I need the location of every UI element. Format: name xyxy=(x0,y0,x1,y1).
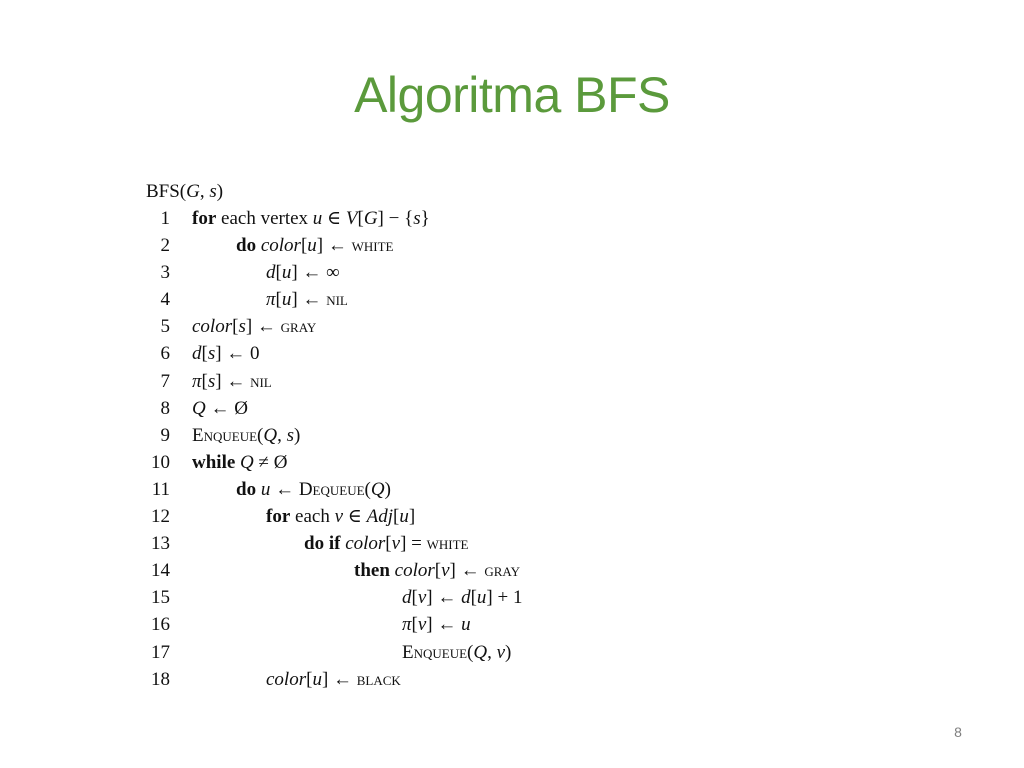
code-line: 4 π[u] ← nil xyxy=(146,286,348,313)
line-statement: π[v] ← u xyxy=(402,614,471,636)
line-number: 9 xyxy=(160,424,171,446)
procedure-header: BFS(G, s) xyxy=(146,181,224,202)
line-statement: do color[u] ← white xyxy=(236,235,394,257)
code-line: 6 d[s] ← 0 xyxy=(146,340,260,367)
line-statement: then color[v] ← gray xyxy=(354,560,521,582)
code-line: 10 while Q ≠ Ø xyxy=(146,449,287,476)
code-line: 11 do u ← Dequeue(Q) xyxy=(146,476,391,503)
line-statement: do u ← Dequeue(Q) xyxy=(236,478,391,500)
line-number: 2 xyxy=(160,235,171,257)
line-statement: Q ← Ø xyxy=(192,397,248,419)
code-line: 16 π[v] ← u xyxy=(146,611,471,638)
line-statement: do if color[v] = white xyxy=(304,533,469,555)
line-statement: Enqueue(Q, s) xyxy=(192,424,301,446)
line-number: 1 xyxy=(160,208,171,229)
code-line: 5 color[s] ← gray xyxy=(146,313,317,340)
slide-title: Algoritma BFS xyxy=(354,67,670,123)
line-number: 3 xyxy=(160,262,171,284)
line-statement: d[s] ← 0 xyxy=(192,343,260,365)
page-number: 8 xyxy=(954,724,962,740)
line-number: 5 xyxy=(160,316,171,338)
line-number: 6 xyxy=(160,343,171,365)
line-statement: for each vertex u ∈ V[G] − {s} xyxy=(192,208,430,229)
line-statement: color[u] ← black xyxy=(266,668,401,690)
code-line: 17 Enqueue(Q, v) xyxy=(146,639,511,666)
code-line: 15 d[v] ← d[u] + 1 xyxy=(146,584,522,611)
code-line: 7 π[s] ← nil xyxy=(146,368,272,395)
line-statement: d[v] ← d[u] + 1 xyxy=(402,587,523,609)
line-number: 12 xyxy=(151,506,170,528)
line-number: 14 xyxy=(151,560,170,582)
line-number: 8 xyxy=(160,397,171,419)
line-statement: d[u] ← ∞ xyxy=(266,262,340,284)
code-line: 13 do if color[v] = white xyxy=(146,530,468,557)
line-number: 17 xyxy=(151,641,170,663)
line-statement: Enqueue(Q, v) xyxy=(402,641,512,663)
line-number: 15 xyxy=(151,587,170,609)
code-line: 2 do color[u] ← white xyxy=(146,232,394,259)
code-line: 1 for each vertex u ∈ V[G] − {s} xyxy=(146,205,430,232)
line-number: 11 xyxy=(151,478,170,500)
line-statement: for each v ∈ Adj[u] xyxy=(266,506,416,528)
code-line: 18 color[u] ← black xyxy=(146,666,401,693)
line-statement: π[u] ← nil xyxy=(266,289,348,311)
line-number: 7 xyxy=(160,370,171,392)
code-line: 12 for each v ∈ Adj[u] xyxy=(146,503,415,530)
line-number: 13 xyxy=(151,533,170,555)
line-statement: while Q ≠ Ø xyxy=(192,451,288,473)
code-line: 8 Q ← Ø xyxy=(146,395,248,422)
code-line: 3 d[u] ← ∞ xyxy=(146,259,340,286)
code-line: 14 then color[v] ← gray xyxy=(146,557,520,584)
line-number: 4 xyxy=(160,289,171,311)
line-number: 16 xyxy=(151,614,170,636)
line-number: 18 xyxy=(151,668,170,690)
line-statement: color[s] ← gray xyxy=(192,316,317,338)
line-statement: π[s] ← nil xyxy=(192,370,272,392)
pseudocode-block: BFS(G, s) 1 for each vertex u ∈ V[G] − {… xyxy=(146,178,522,693)
code-line: 9 Enqueue(Q, s) xyxy=(146,422,301,449)
line-number: 10 xyxy=(151,451,170,473)
